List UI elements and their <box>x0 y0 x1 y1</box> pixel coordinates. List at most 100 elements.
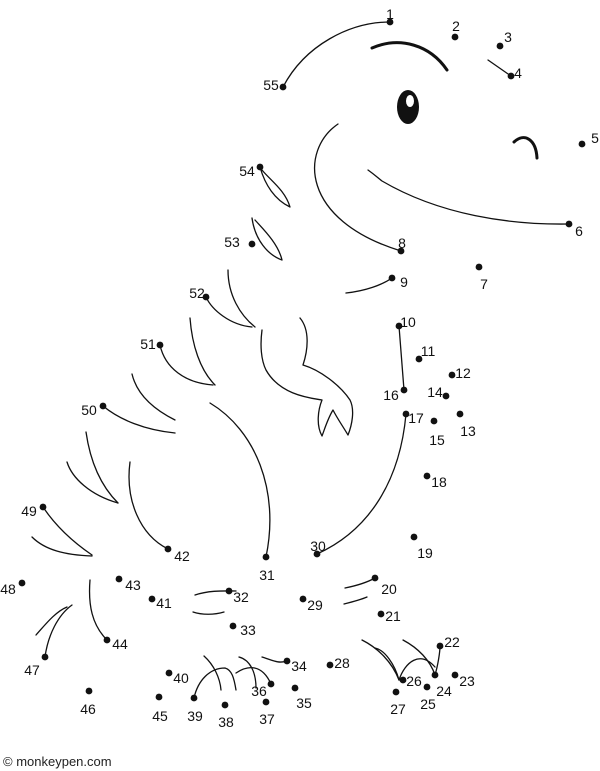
dot-number-label: 33 <box>240 622 256 638</box>
dot-marker <box>85 687 93 695</box>
dot-marker <box>399 676 407 684</box>
dot-8: 8 <box>397 235 406 255</box>
dot-marker <box>386 18 394 26</box>
dot-number-label: 54 <box>239 163 255 179</box>
dot-number-label: 49 <box>21 503 37 519</box>
dot-number-label: 36 <box>251 683 267 699</box>
dot-marker <box>99 402 107 410</box>
dot-marker <box>18 579 26 587</box>
dot-7: 7 <box>475 263 488 292</box>
dot-16: 16 <box>383 386 408 403</box>
dot-number-label: 39 <box>187 708 203 724</box>
dot-marker <box>148 595 156 603</box>
dot-33: 33 <box>229 622 256 638</box>
dot-marker <box>395 322 403 330</box>
dot-41: 41 <box>148 595 172 611</box>
dot-22: 22 <box>436 634 460 650</box>
dot-47: 47 <box>24 653 49 678</box>
dot-number-label: 5 <box>591 130 599 146</box>
dot-45: 45 <box>152 693 168 724</box>
dot-marker <box>415 355 423 363</box>
dot-marker <box>410 533 418 541</box>
dot-number-label: 17 <box>408 410 424 426</box>
dot-marker <box>279 83 287 91</box>
dot-number-label: 53 <box>224 234 240 250</box>
dot-number-label: 25 <box>420 696 436 712</box>
dot-marker <box>262 553 270 561</box>
dot-9: 9 <box>388 274 408 290</box>
numbered-dots: 1234567891011121314151617181920212223242… <box>0 6 599 730</box>
dot-number-label: 50 <box>81 402 97 418</box>
dot-15: 15 <box>429 417 445 448</box>
dot-number-label: 13 <box>460 423 476 439</box>
dot-number-label: 3 <box>504 29 512 45</box>
dot-34: 34 <box>283 657 307 674</box>
dot-1: 1 <box>386 6 394 26</box>
dot-26: 26 <box>399 673 422 689</box>
dot-37: 37 <box>259 698 275 727</box>
dot-25: 25 <box>420 683 436 712</box>
dot-52: 52 <box>189 285 210 301</box>
dot-marker <box>262 698 270 706</box>
dot-35: 35 <box>291 684 312 711</box>
dot-marker <box>229 622 237 630</box>
dot-number-label: 32 <box>233 589 249 605</box>
dot-number-label: 19 <box>417 545 433 561</box>
dot-marker <box>475 263 483 271</box>
dot-number-label: 8 <box>398 235 406 251</box>
dot-42: 42 <box>164 545 190 564</box>
dot-number-label: 52 <box>189 285 205 301</box>
dot-38: 38 <box>218 701 234 730</box>
dot-21: 21 <box>377 608 401 624</box>
dot-marker <box>190 694 198 702</box>
dot-39: 39 <box>187 694 203 724</box>
dot-36: 36 <box>251 680 275 699</box>
dot-3: 3 <box>496 29 512 50</box>
dot-46: 46 <box>80 687 96 717</box>
dot-27: 27 <box>390 688 406 717</box>
dot-marker <box>165 669 173 677</box>
dot-marker <box>155 693 163 701</box>
dot-number-label: 12 <box>455 365 471 381</box>
dot-44: 44 <box>103 636 128 652</box>
dot-marker <box>423 472 431 480</box>
dot-number-label: 38 <box>218 714 234 730</box>
dot-number-label: 22 <box>444 634 460 650</box>
dot-11: 11 <box>415 343 435 363</box>
dot-number-label: 6 <box>575 223 583 239</box>
dot-marker <box>299 595 307 603</box>
dot-marker <box>430 417 438 425</box>
dot-number-label: 1 <box>386 6 394 22</box>
dot-5: 5 <box>578 130 599 148</box>
dot-55: 55 <box>263 77 287 93</box>
dot-4: 4 <box>507 65 522 81</box>
dot-12: 12 <box>448 365 471 381</box>
dot-14: 14 <box>427 384 450 400</box>
dot-number-label: 45 <box>152 708 168 724</box>
dot-marker <box>388 274 396 282</box>
dot-number-label: 26 <box>406 673 422 689</box>
dot-number-label: 48 <box>0 581 16 597</box>
dot-marker <box>115 575 123 583</box>
dot-marker <box>423 683 431 691</box>
dot-number-label: 2 <box>452 18 460 34</box>
dot-number-label: 18 <box>431 474 447 490</box>
dot-18: 18 <box>423 472 447 490</box>
dot-marker <box>256 163 264 171</box>
dot-number-label: 28 <box>334 655 350 671</box>
dot-number-label: 35 <box>296 695 312 711</box>
dot-marker <box>202 293 210 301</box>
dot-number-label: 9 <box>400 274 408 290</box>
dot-marker <box>248 240 256 248</box>
dot-marker <box>400 386 408 394</box>
dot-29: 29 <box>299 595 323 613</box>
dot-marker <box>392 688 400 696</box>
dot-number-label: 43 <box>125 577 141 593</box>
dot-number-label: 4 <box>514 65 522 81</box>
dot-marker <box>565 220 573 228</box>
dot-marker <box>221 701 229 709</box>
dot-marker <box>371 574 379 582</box>
dot-marker <box>448 371 456 379</box>
dot-number-label: 42 <box>174 548 190 564</box>
